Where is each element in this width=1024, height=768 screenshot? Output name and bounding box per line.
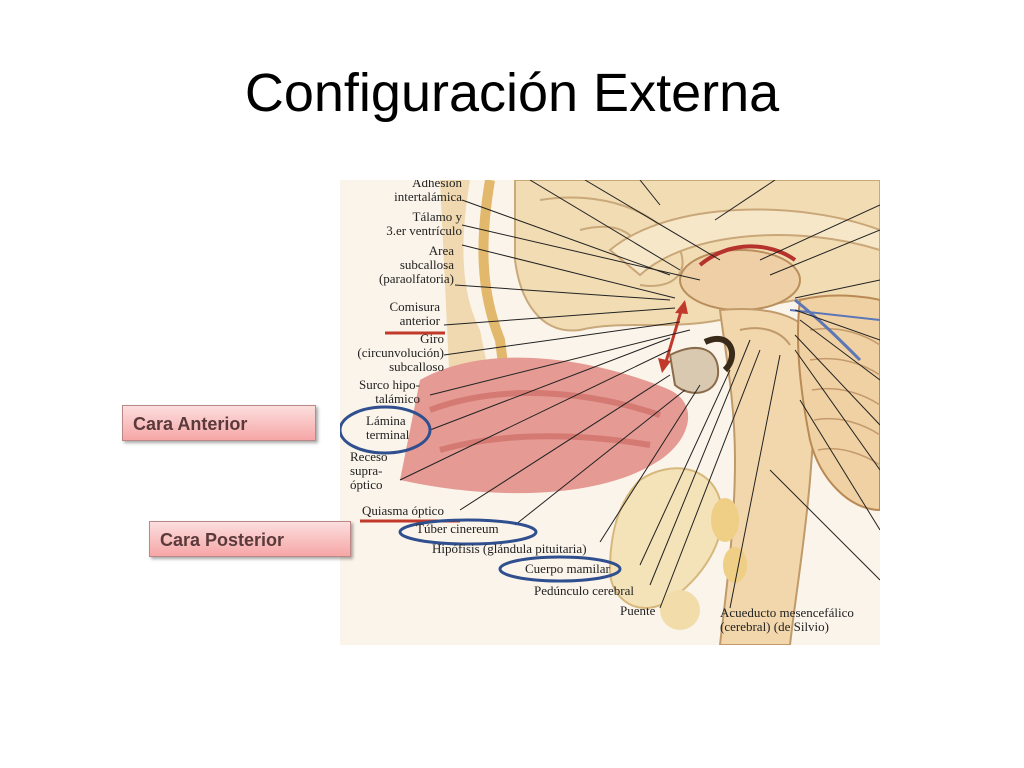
slide-title: Configuración Externa xyxy=(244,63,780,123)
label-giro-subcalloso: Giro (circunvolución) subcalloso xyxy=(357,331,444,374)
label-acueducto-silvio: Acueducto mesencefálico (cerebral) (de S… xyxy=(720,605,854,634)
label-tuber-cinereum: Túber cinereum xyxy=(416,521,499,536)
label-cuerpo-mamilar: Cuerpo mamilar xyxy=(525,561,610,576)
label-receso-supraoptico: Receso supra- óptico xyxy=(350,449,388,492)
label-puente: Puente xyxy=(620,603,656,618)
label-lamina-terminal: Lámina terminal xyxy=(366,413,410,442)
label-hipofisis: Hipófisis (glándula pituitaria) xyxy=(432,541,587,556)
cara-posterior-box: Cara Posterior xyxy=(149,521,351,557)
label-adhesion-intertalamica: Adhesión intertalámica xyxy=(394,180,462,204)
brain-illustration-svg xyxy=(340,180,880,645)
label-quiasma-optico: Quiasma óptico xyxy=(362,503,444,518)
label-surco-hipotalamico: Surco hipo- talámico xyxy=(358,377,420,406)
label-area-subcallosa: Area subcallosa (paraolfatoria) xyxy=(378,243,454,286)
label-talamo-tercer-ventriculo: Tálamo y 3.er ventrículo xyxy=(386,209,462,238)
label-comisura-anterior: Comisura anterior xyxy=(389,299,440,328)
cara-anterior-box: Cara Anterior xyxy=(122,405,316,441)
brain-sagittal-illustration: Adhesión intertalámica Tálamo y 3.er ven… xyxy=(340,180,880,645)
label-pedunculo-cerebral: Pedúnculo cerebral xyxy=(534,583,634,598)
